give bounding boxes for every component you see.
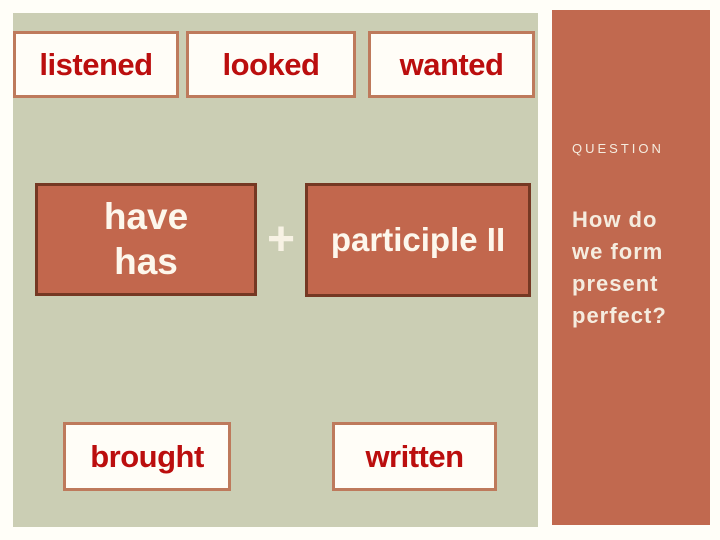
verb-label-wanted: wanted	[399, 46, 504, 82]
question-text: How do we form present perfect?	[572, 204, 710, 332]
verb-label-looked: looked	[222, 46, 320, 82]
verb-label-listened: listened	[39, 46, 153, 82]
auxiliary-text-group: have has	[104, 195, 188, 284]
verb-box-brought: brought	[63, 422, 231, 491]
verb-box-wanted: wanted	[368, 31, 535, 98]
verb-box-looked: looked	[186, 31, 356, 98]
question-line-1: How do	[572, 207, 658, 232]
question-line-4: perfect?	[572, 303, 667, 328]
question-line-2: we form	[572, 239, 664, 264]
auxiliary-has: has	[114, 240, 178, 282]
plus-operator: +	[266, 213, 296, 266]
participle-label: participle II	[330, 221, 506, 258]
question-line-3: present	[572, 271, 659, 296]
verb-box-listened: listened	[13, 31, 179, 98]
verb-label-brought: brought	[90, 438, 204, 474]
verb-box-written: written	[332, 422, 497, 491]
question-sidebar: QUESTION How do we form present perfect?	[552, 10, 710, 525]
auxiliary-box: have has	[35, 183, 257, 296]
section-label: QUESTION	[572, 141, 664, 156]
verb-label-written: written	[365, 438, 464, 474]
participle-box: participle II	[305, 183, 531, 297]
auxiliary-have: have	[103, 196, 189, 238]
